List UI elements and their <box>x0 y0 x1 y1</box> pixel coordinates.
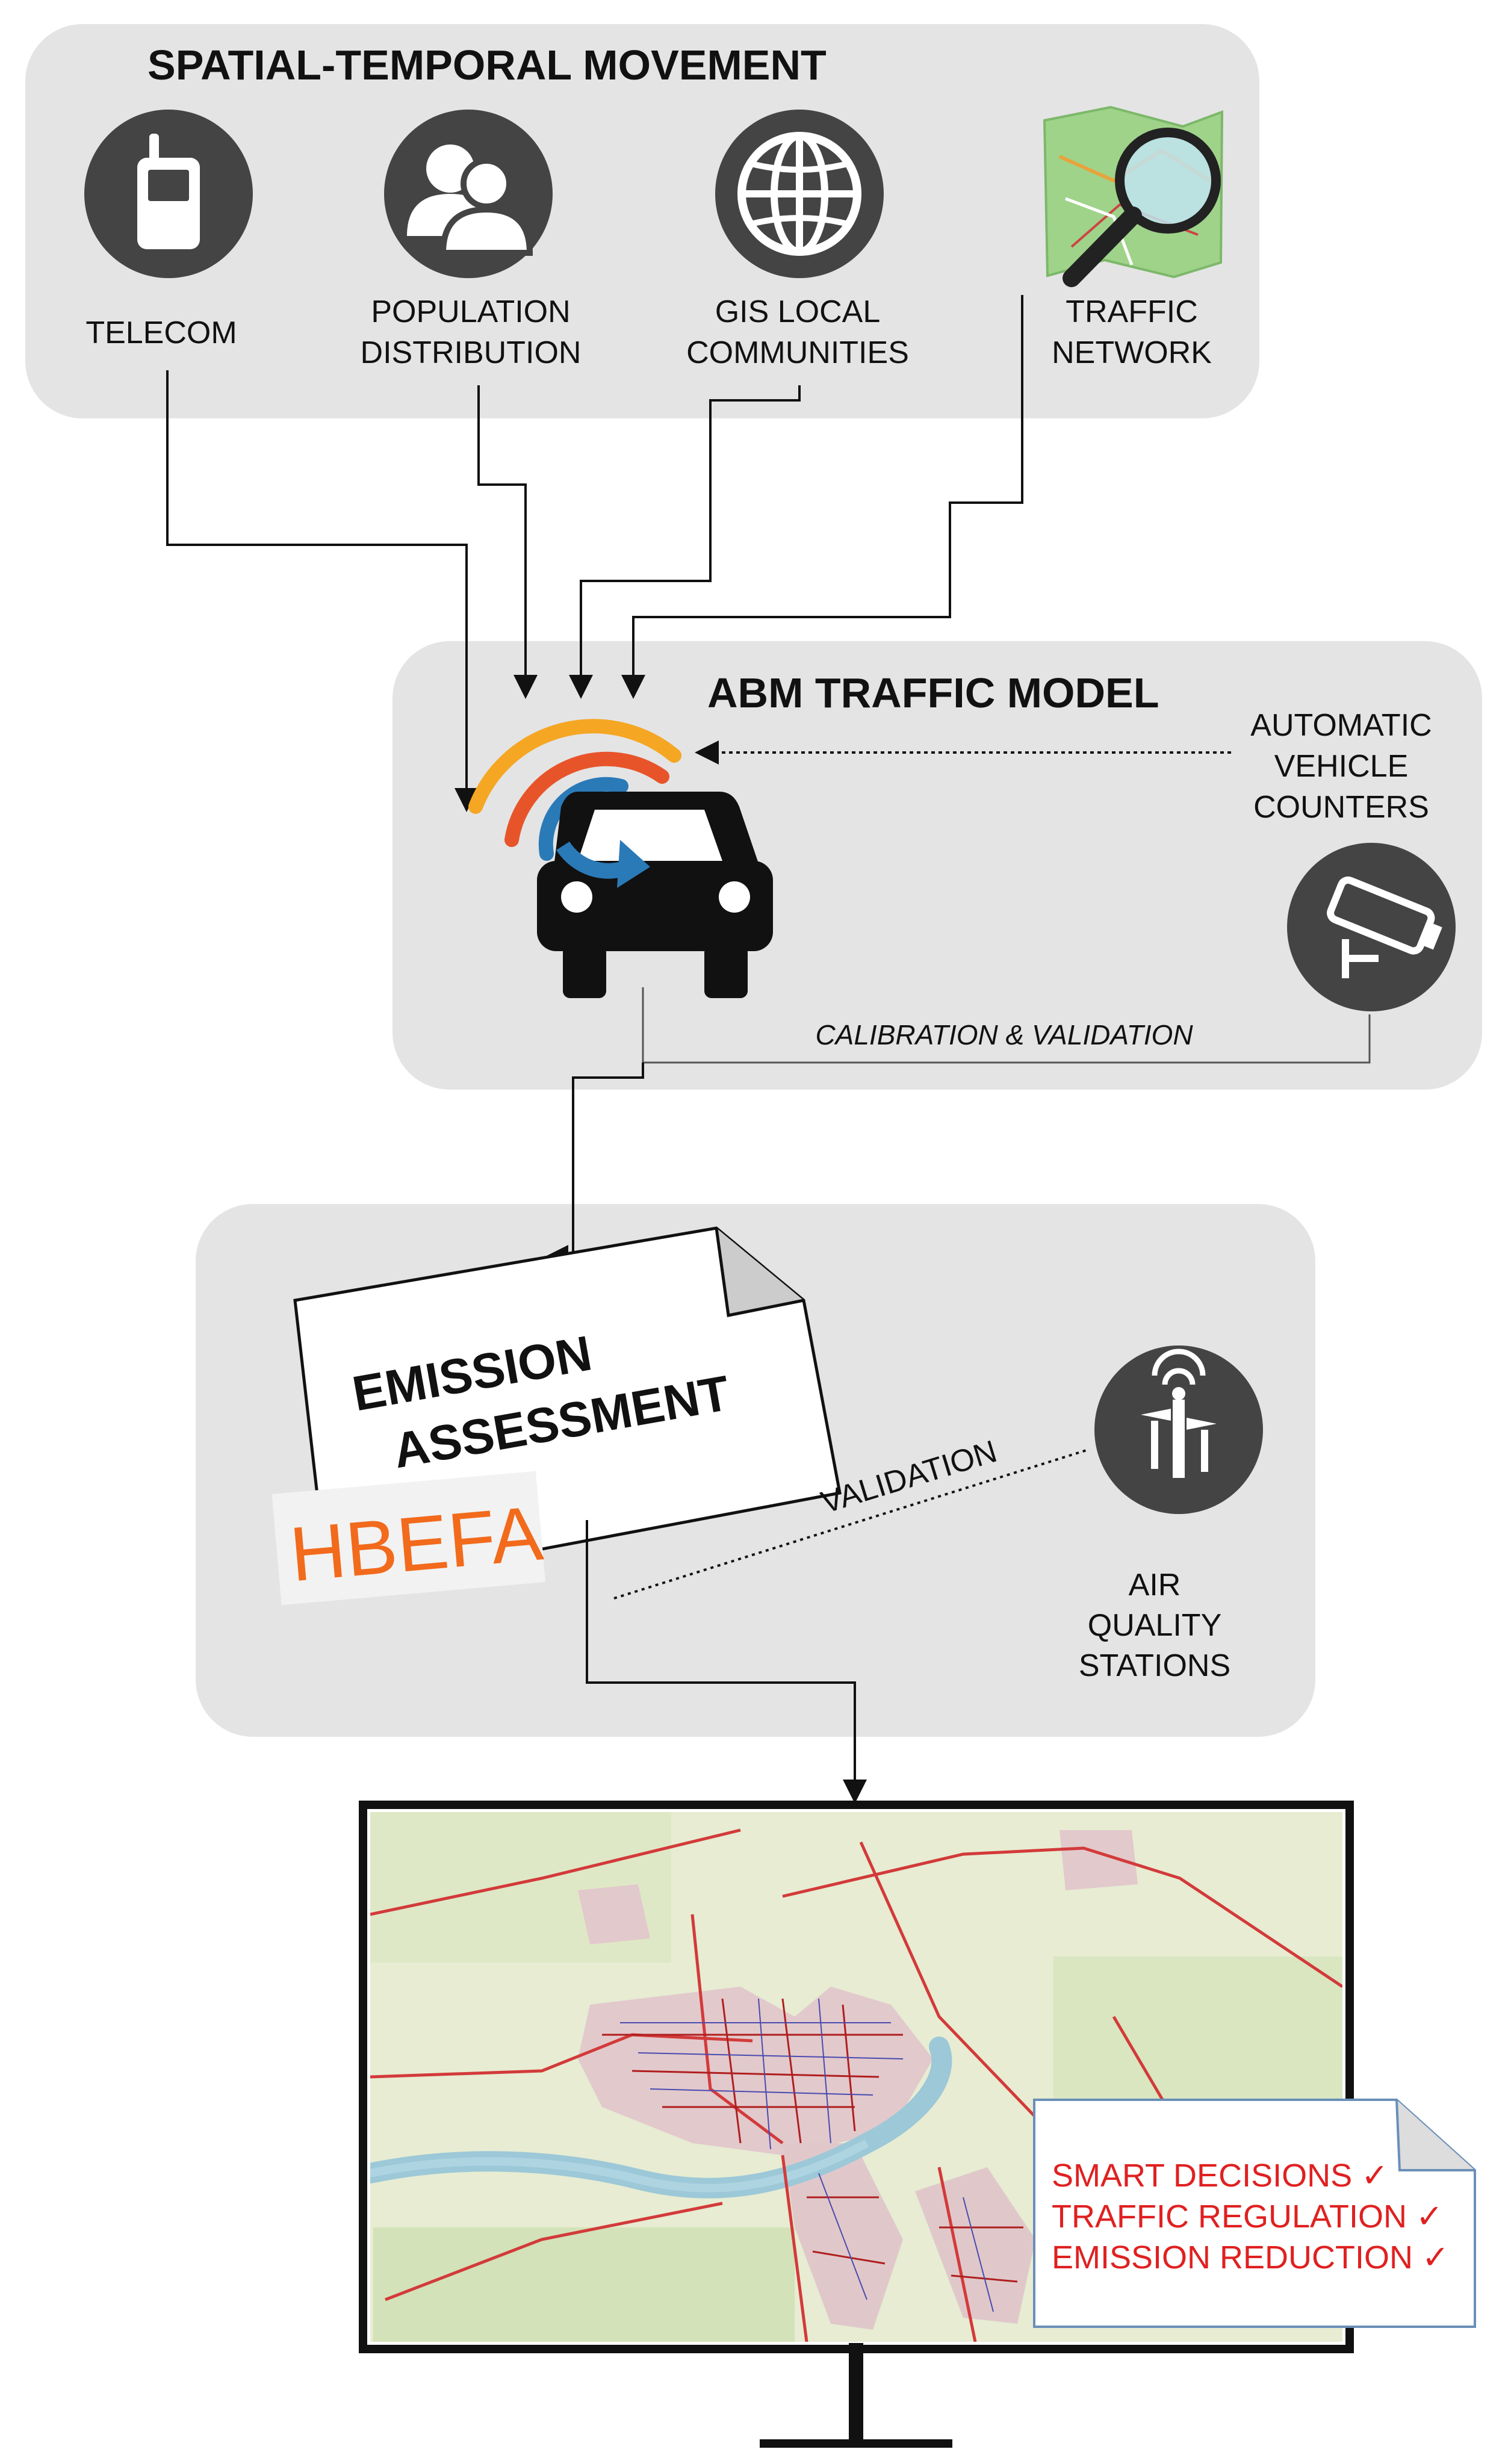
globe-icon <box>715 110 884 278</box>
population-label-1: POPULATION <box>371 294 570 329</box>
population-connector <box>477 385 538 699</box>
telecom-label: TELECOM <box>85 315 237 350</box>
checklist-item-smart-decisions: SMART DECISIONS ✓ <box>1052 2158 1388 2194</box>
hbefa-logo: HBEFA <box>271 1471 546 1606</box>
counters-label-2: VEHICLE <box>1274 749 1409 784</box>
gis-label-1: GIS LOCAL <box>715 294 881 329</box>
air-label-3: STATIONS <box>1079 1648 1230 1683</box>
air-label-1: AIR <box>1129 1568 1181 1603</box>
abm-title: ABM TRAFFIC MODEL <box>707 669 1159 716</box>
traffic-label-1: TRAFFIC <box>1066 294 1198 329</box>
emission-to-map-connector <box>586 1520 867 1804</box>
calibration-label: CALIBRATION & VALIDATION <box>815 1019 1193 1050</box>
gis-label-2: COMMUNITIES <box>686 335 909 370</box>
checklist-item-traffic-regulation: TRAFFIC REGULATION ✓ <box>1052 2199 1443 2235</box>
air-label-2: QUALITY <box>1088 1608 1222 1643</box>
monitor-icon <box>359 1801 1354 2448</box>
calibration-connector <box>642 987 1371 1064</box>
map-search-icon <box>1043 105 1224 287</box>
checklist-document <box>1033 2099 1476 2328</box>
counters-label-1: AUTOMATIC <box>1250 708 1432 743</box>
traffic-connector <box>621 295 1023 699</box>
traffic-label-2: NETWORK <box>1052 335 1212 370</box>
spatial-temporal-panel <box>25 24 1259 418</box>
counters-label-3: COUNTERS <box>1253 790 1429 825</box>
validation-connector <box>613 1448 1089 1600</box>
camera-icon <box>1287 843 1456 1011</box>
gis-connector <box>569 385 801 699</box>
population-label-2: DISTRIBUTION <box>361 335 582 370</box>
phone-icon <box>84 110 253 278</box>
checklist-item-emission-reduction: EMISSION REDUCTION ✓ <box>1052 2239 1449 2276</box>
spatial-title: SPATIAL-TEMPORAL MOVEMENT <box>147 42 827 88</box>
antenna-icon <box>1094 1345 1263 1514</box>
abm-logo-arrow <box>556 840 650 888</box>
people-icon <box>384 110 553 278</box>
telecom-connector <box>166 370 479 812</box>
car-icon <box>537 792 773 998</box>
